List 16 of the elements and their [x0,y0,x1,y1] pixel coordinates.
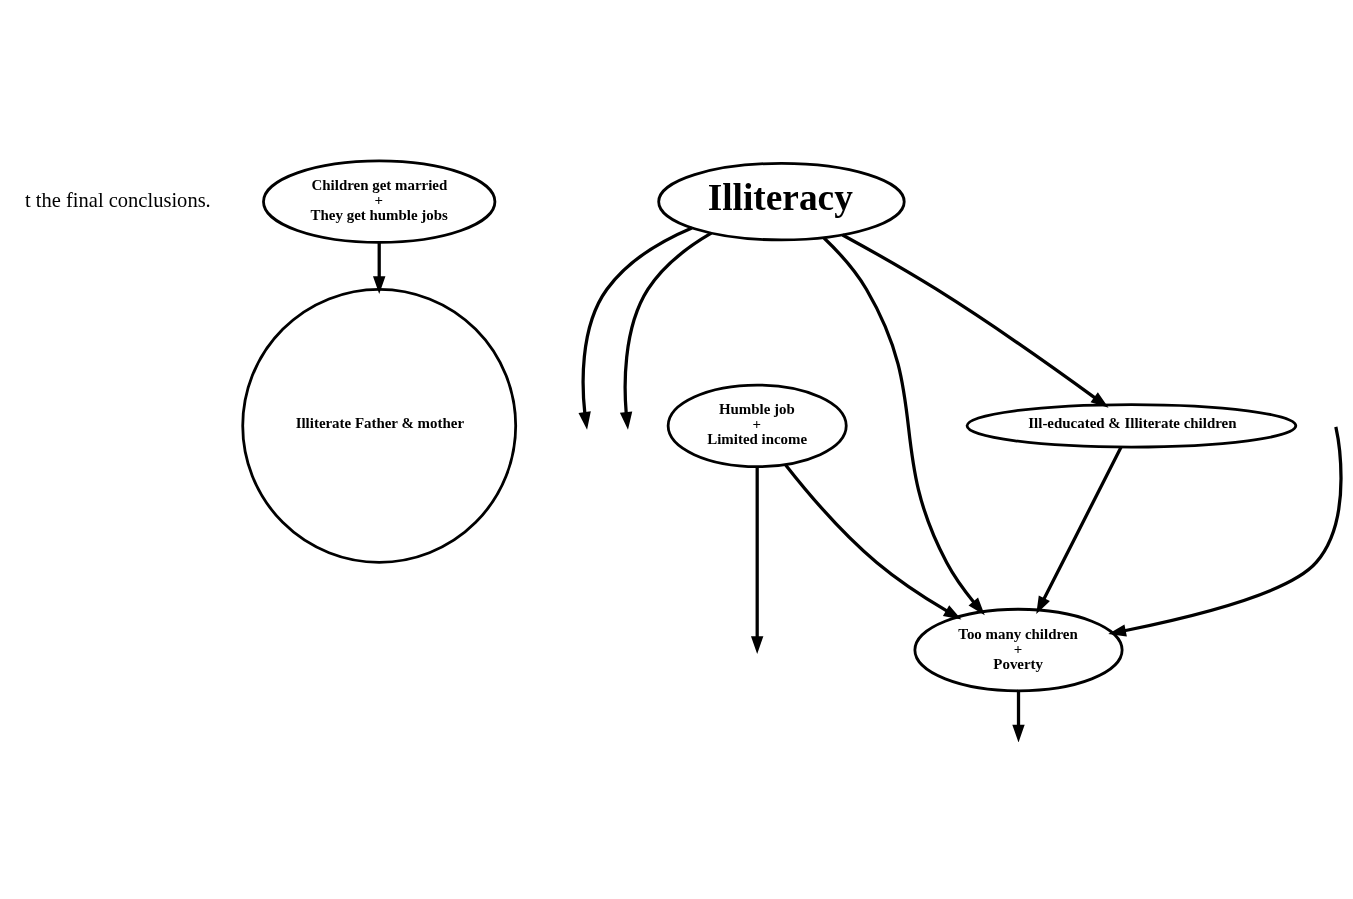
arrow [784,463,962,620]
arrow [619,231,713,430]
arrow [841,233,1109,408]
node-ellipse: Children get married + They get humble jobs [262,159,497,244]
node-circle: Illiterate Father & mother [241,287,518,564]
arrow [1012,691,1025,742]
node-ellipse: Humble job + Limited income [666,383,848,468]
arrow [1108,426,1343,637]
node-ellipse: Illiteracy [657,161,906,242]
arrow [822,236,985,616]
node-ellipse: Ill-educated & Illiterate children [965,403,1298,449]
arrow [750,466,764,654]
arrow [373,242,386,295]
arrow [1036,446,1123,615]
arrow [578,226,693,430]
label: t the final conclusions. [25,188,211,211]
